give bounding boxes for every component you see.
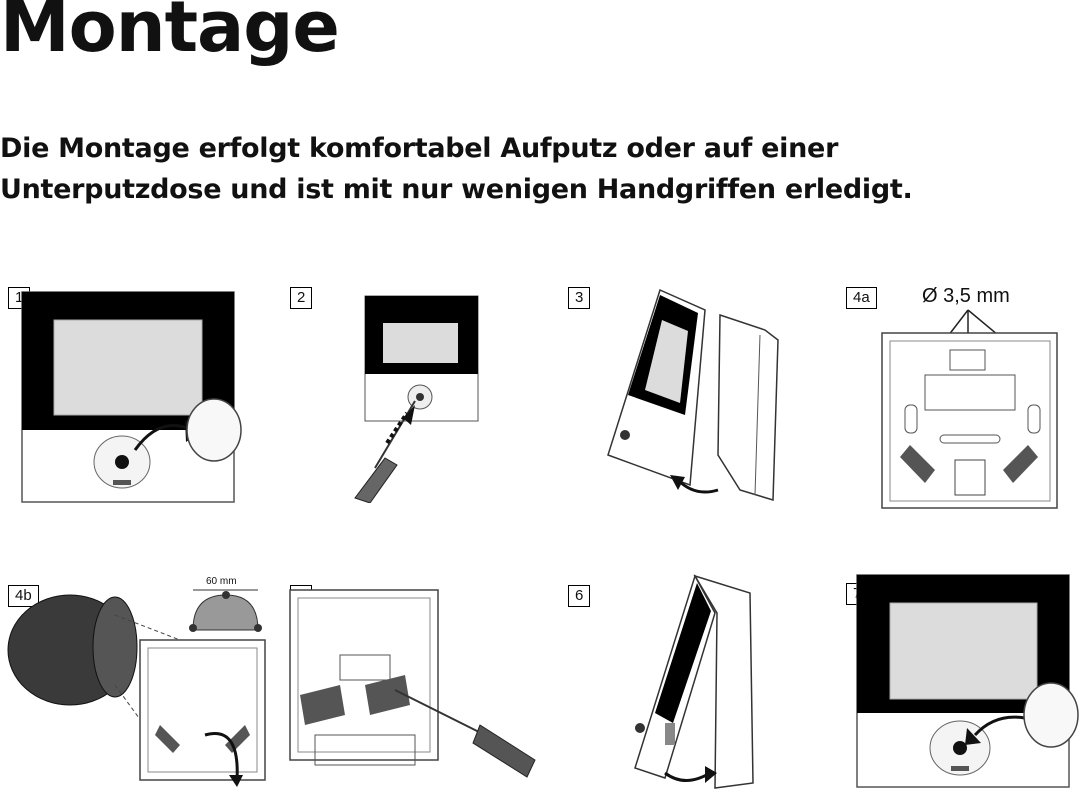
step-2-illustration xyxy=(354,295,479,503)
step-3-label: 3 xyxy=(568,287,591,309)
step-6-illustration xyxy=(634,574,754,789)
step-7-illustration xyxy=(856,574,1079,788)
intro-line-2: Unterputzdose und ist mit nur wenigen Ha… xyxy=(0,174,913,205)
step-1-illustration xyxy=(21,291,242,503)
intro-text: Die Montage erfolgt komfortabel Aufputz … xyxy=(0,128,1080,210)
step-2-label: 2 xyxy=(290,287,313,309)
step-3-illustration xyxy=(607,288,779,502)
step-6-label: 6 xyxy=(568,585,591,607)
hole-diameter-label: Ø 3,5 mm xyxy=(922,285,1010,307)
step-4b-label: 4b xyxy=(8,585,39,607)
step-5-illustration xyxy=(289,589,536,778)
step-4a-illustration xyxy=(881,309,1058,509)
step-4a-label: 4a xyxy=(846,287,877,309)
box-spacing-label: 60 mm xyxy=(206,576,237,587)
step-4b-illustration xyxy=(7,589,266,787)
page-title: Montage xyxy=(0,0,340,68)
intro-line-1: Die Montage erfolgt komfortabel Aufputz … xyxy=(0,133,839,164)
